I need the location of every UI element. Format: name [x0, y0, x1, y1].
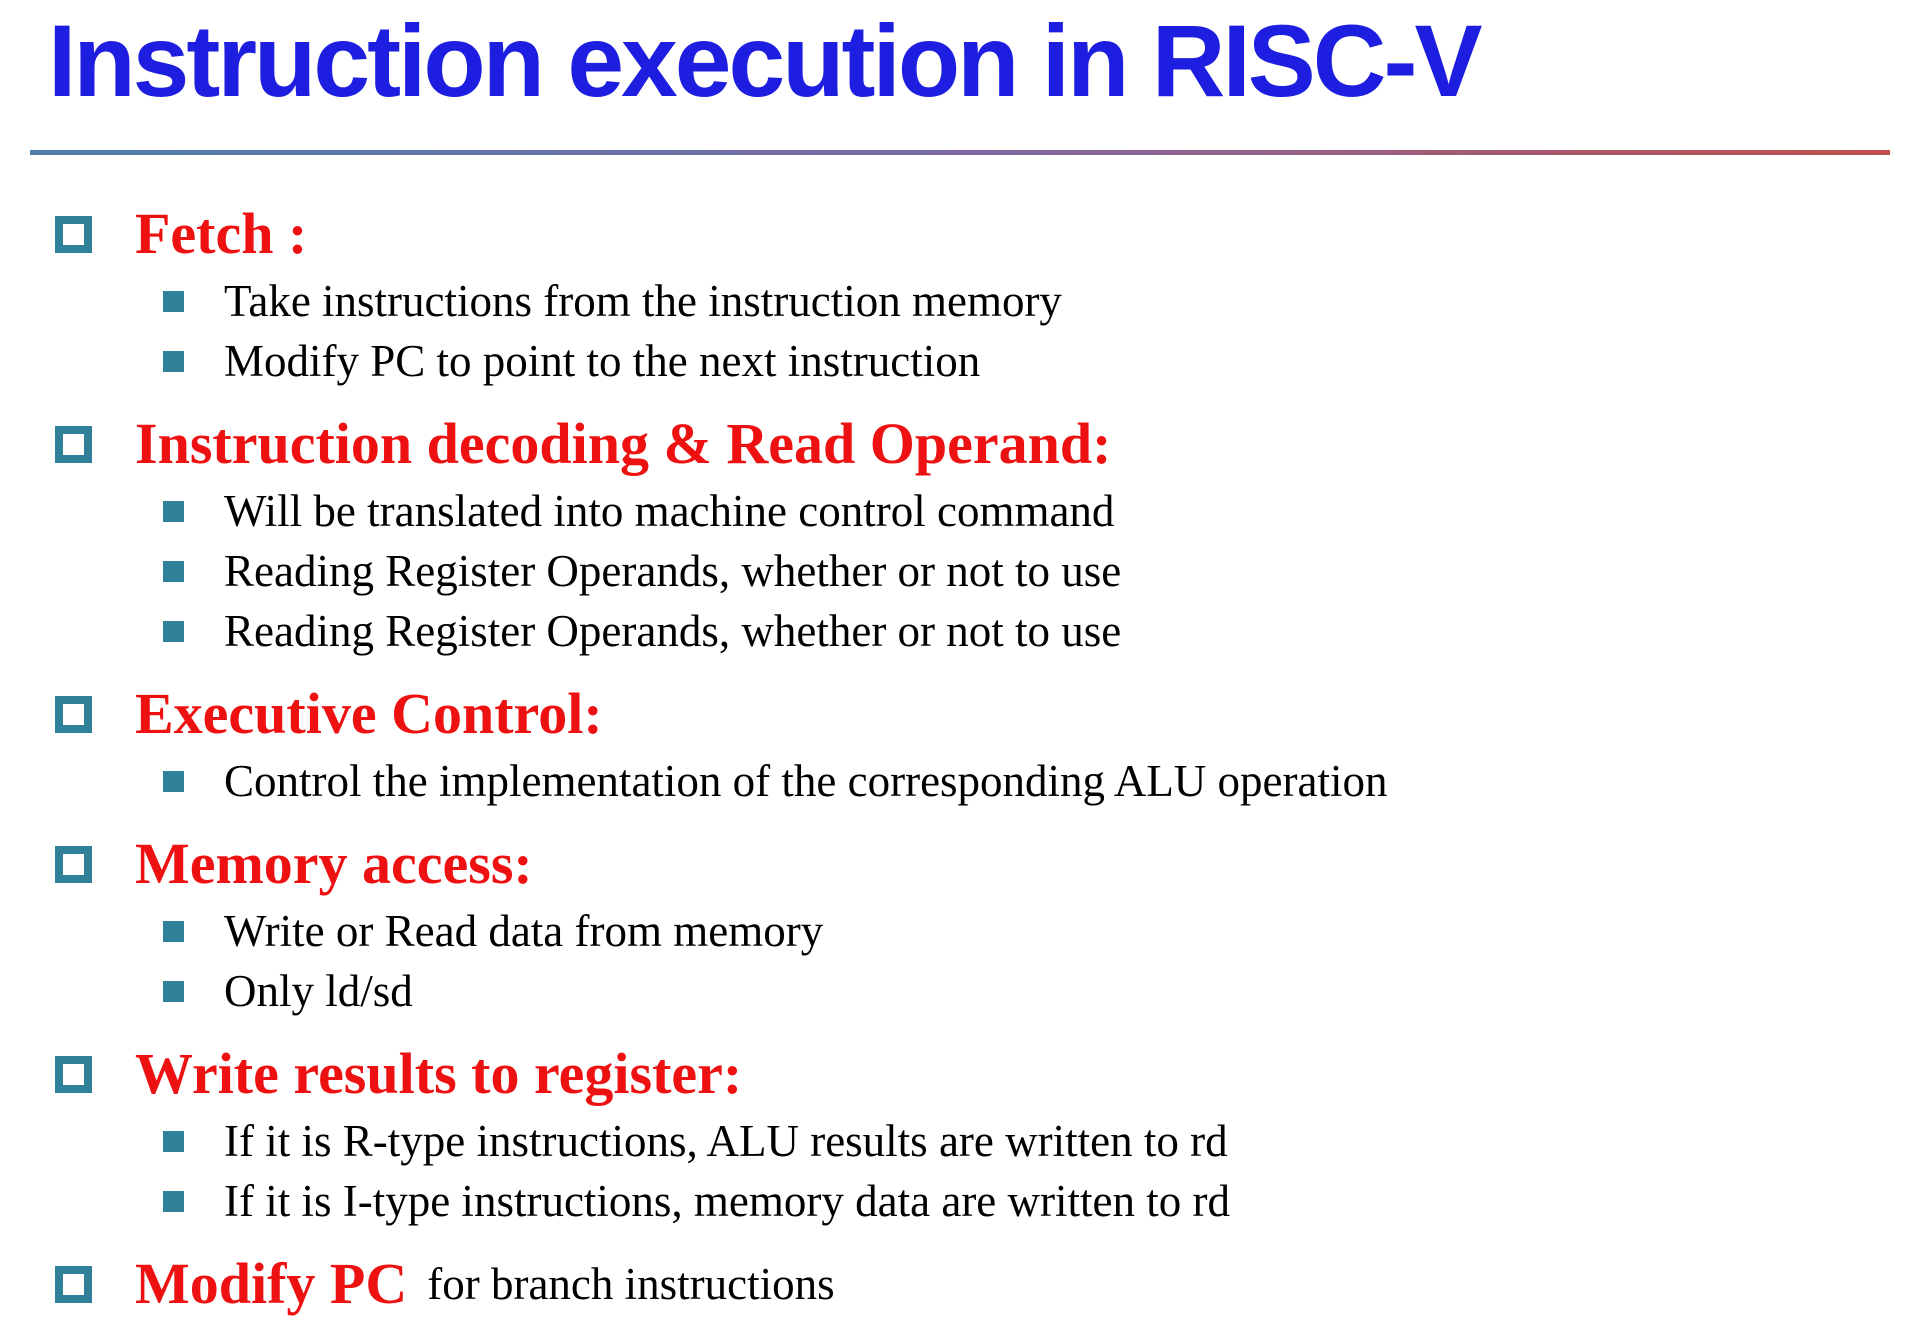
filled-square-bullet-icon	[163, 620, 184, 642]
filled-square-bullet-icon	[163, 1130, 184, 1152]
list-item-text: Only ld/sd	[224, 965, 413, 1016]
section-heading: Fetch :	[135, 201, 308, 267]
list-item-text: Control the implementation of the corres…	[224, 755, 1388, 806]
section-heading-row: Modify PC for branch instructions	[0, 1247, 1920, 1321]
hollow-square-bullet-icon	[55, 1055, 92, 1093]
list-item-text: Write or Read data from memory	[224, 905, 824, 956]
filled-square-bullet-icon	[163, 500, 184, 522]
filled-square-bullet-icon	[163, 290, 184, 312]
filled-square-bullet-icon	[163, 560, 184, 582]
slide-section: Modify PC for branch instructions	[0, 1247, 1920, 1321]
filled-square-bullet-icon	[163, 920, 184, 942]
list-item: Write or Read data from memory	[0, 901, 1920, 961]
slide-section: Write results to register: If it is R-typ…	[0, 1037, 1920, 1231]
section-heading: Executive Control:	[135, 681, 603, 747]
hollow-square-bullet-icon	[55, 1265, 92, 1303]
section-heading-row: Fetch :	[0, 197, 1920, 271]
section-heading-row: Instruction decoding & Read Operand:	[0, 407, 1920, 481]
hollow-square-bullet-icon	[55, 425, 92, 463]
list-item-text: Take instructions from the instruction m…	[224, 275, 1062, 326]
hollow-square-bullet-icon	[55, 845, 92, 883]
list-item-text: Reading Register Operands, whether or no…	[224, 605, 1122, 656]
filled-square-bullet-icon	[163, 770, 184, 792]
title-divider-rule	[30, 150, 1890, 156]
list-item-text: If it is R-type instructions, ALU result…	[224, 1115, 1228, 1166]
list-item: If it is I-type instructions, memory dat…	[0, 1171, 1920, 1231]
hollow-square-bullet-icon	[55, 695, 92, 733]
list-item: Will be translated into machine control …	[0, 481, 1920, 541]
list-item-text: If it is I-type instructions, memory dat…	[224, 1175, 1230, 1226]
presentation-slide: Instruction execution in RISC-V Fetch : T…	[0, 6, 1920, 1338]
slide-title: Instruction execution in RISC-V	[48, 4, 1482, 118]
section-heading: Modify PC	[135, 1251, 408, 1317]
slide-section: Executive Control: Control the implementa…	[0, 677, 1920, 811]
slide-section: Instruction decoding & Read Operand: Will…	[0, 407, 1920, 661]
filled-square-bullet-icon	[163, 1190, 184, 1212]
list-item-text: Reading Register Operands, whether or no…	[224, 545, 1122, 596]
slide-section: Memory access: Write or Read data from me…	[0, 827, 1920, 1021]
section-heading: Memory access:	[135, 831, 533, 897]
filled-square-bullet-icon	[163, 350, 184, 372]
list-item-text: Will be translated into machine control …	[224, 485, 1115, 536]
section-heading: Write results to register:	[135, 1041, 743, 1107]
list-item-text: Modify PC to point to the next instructi…	[224, 335, 981, 386]
list-item: If it is R-type instructions, ALU result…	[0, 1111, 1920, 1171]
list-item: Take instructions from the instruction m…	[0, 271, 1920, 331]
section-heading: Instruction decoding & Read Operand:	[135, 411, 1112, 477]
list-item: Only ld/sd	[0, 961, 1920, 1021]
list-item: Reading Register Operands, whether or no…	[0, 541, 1920, 601]
hollow-square-bullet-icon	[55, 215, 92, 253]
bullet-list: Fetch : Take instructions from the instru…	[0, 155, 1920, 1321]
slide-section: Fetch : Take instructions from the instru…	[0, 197, 1920, 391]
section-heading-suffix: for branch instructions	[427, 1259, 835, 1310]
list-item: Modify PC to point to the next instructi…	[0, 331, 1920, 391]
list-item: Reading Register Operands, whether or no…	[0, 601, 1920, 661]
section-heading-row: Write results to register:	[0, 1037, 1920, 1111]
list-item: Control the implementation of the corres…	[0, 751, 1920, 811]
filled-square-bullet-icon	[163, 980, 184, 1002]
section-heading-row: Executive Control:	[0, 677, 1920, 751]
section-heading-row: Memory access:	[0, 827, 1920, 901]
